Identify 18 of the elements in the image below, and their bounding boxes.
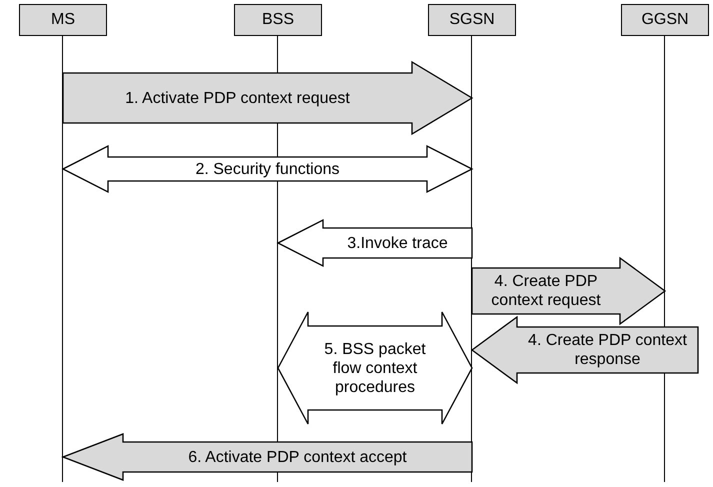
- participant-box: GGSN: [621, 4, 709, 36]
- participant-box: SGSN: [428, 4, 516, 36]
- message-label: 4. Create PDP context response: [527, 331, 688, 369]
- block-arrow: [62, 60, 474, 136]
- block-arrow: [61, 433, 473, 481]
- block-arrow: [471, 256, 666, 326]
- participant-box: MS: [19, 4, 107, 36]
- block-arrow: [470, 316, 699, 384]
- message-label: 3.Invoke trace: [347, 234, 448, 252]
- message-label: 2. Security functions: [195, 160, 340, 178]
- message-label: 1. Activate PDP context request: [125, 88, 350, 108]
- block-arrow: [62, 144, 474, 194]
- participant-box: BSS: [234, 4, 322, 36]
- message-label: 6. Activate PDP context accept: [188, 448, 407, 466]
- block-arrow: [277, 311, 473, 425]
- message-label: 5. BSS packet flow context procedures: [323, 340, 427, 396]
- block-arrow: [276, 218, 473, 268]
- message-label: 4. Create PDP context request: [490, 272, 602, 310]
